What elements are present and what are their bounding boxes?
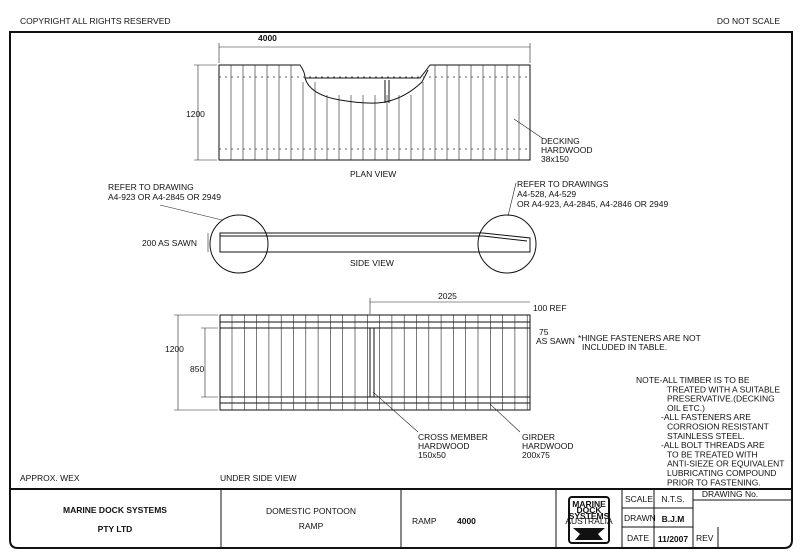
company-name: MARINE DOCK SYSTEMS (63, 505, 167, 515)
drawn-value: B.J.M (662, 514, 685, 524)
plan-view: 4000 1200 DECKING HARDWOOD 38x150 PLAN V… (186, 33, 592, 179)
note-line: ANTI-SIEZE OR EQUIVALENT (667, 459, 784, 469)
side-view: 200 AS SAWN REFER TO DRAWING A4-923 OR A… (108, 179, 668, 274)
rev-label: REV (696, 533, 714, 543)
item-name: RAMP (412, 516, 437, 526)
date-label: DATE (627, 533, 649, 543)
girder-label: GIRDER (522, 432, 555, 442)
underside-view: 2025 100 REF 75 AS SAWN *HINGE FASTENERS… (165, 291, 701, 483)
do-not-scale-text: DO NOT SCALE (717, 16, 780, 26)
refer-left-label: REFER TO DRAWING (108, 182, 194, 192)
svg-text:MARINE: MARINE (572, 499, 606, 509)
drawing-frame (9, 31, 793, 549)
company-logo: MARINE DOCK SYSTEMS AUSTRALIA (565, 496, 613, 544)
underside-view-title: UNDER SIDE VIEW (220, 473, 297, 483)
cross-member-label: HARDWOOD (418, 441, 469, 451)
note-line: LUBRICATING COMPOUND (667, 468, 776, 478)
date-value: 11/2007 (658, 534, 689, 544)
girder-label: HARDWOOD (522, 441, 573, 451)
hinge-note: INCLUDED IN TABLE. (582, 342, 667, 352)
dimension-2025: 2025 (438, 291, 457, 301)
length-dimension: 4000 (258, 33, 277, 43)
note-line: NOTE-ALL TIMBER IS TO BE (636, 375, 750, 385)
note-line: TO BE TREATED WITH (667, 449, 758, 459)
svg-text:DOCK: DOCK (576, 505, 602, 515)
refer-left-label: A4-923 OR A4-2845 OR 2949 (108, 192, 221, 202)
decking-label: DECKING (541, 136, 580, 146)
hinge-note: *HINGE FASTENERS ARE NOT (578, 333, 701, 343)
title-block: MARINE DOCK SYSTEMS PTY LTD DOMESTIC PON… (10, 488, 792, 548)
girder-label: 200x75 (522, 450, 550, 460)
note-line: CORROSION RESISTANT (667, 422, 769, 432)
copyright-text: COPYRIGHT ALL RIGHTS RESERVED (20, 16, 171, 26)
note-line: -ALL BOLT THREADS ARE (661, 440, 765, 450)
dimension-850: 850 (190, 364, 204, 374)
dimension-75: 75 (539, 327, 549, 337)
dimension-100-ref: 100 REF (533, 303, 567, 313)
decking-label: 38x150 (541, 154, 569, 164)
project-title: RAMP (299, 521, 324, 531)
cross-member-label: CROSS MEMBER (418, 432, 488, 442)
note-line: TREATED WITH A SUITABLE (667, 384, 780, 394)
width-dimension: 1200 (186, 109, 205, 119)
refer-right-label: REFER TO DRAWINGS (517, 179, 609, 189)
approx-weight-label: APPROX. WEX (20, 473, 80, 483)
note-line: STAINLESS STEEL. (667, 431, 745, 441)
company-name: PTY LTD (98, 524, 133, 534)
item-size: 4000 (457, 516, 476, 526)
scale-label: SCALE (625, 494, 653, 504)
note-line: PRIOR TO FASTENING. (667, 477, 761, 487)
note-line: OIL ETC.) (667, 403, 705, 413)
note-line: -ALL FASTENERS ARE (661, 412, 751, 422)
as-sawn-label: AS SAWN (536, 336, 575, 346)
cross-member-label: 150x50 (418, 450, 446, 460)
svg-text:SYSTEMS: SYSTEMS (569, 511, 610, 521)
project-title: DOMESTIC PONTOON (266, 506, 356, 516)
side-height-dimension: 200 AS SAWN (142, 238, 197, 248)
svg-text:AUSTRALIA: AUSTRALIA (565, 516, 613, 526)
note-line: PRESERVATIVE.(DECKING (667, 394, 775, 404)
drawing-number-label: DRAWING No. (702, 489, 758, 499)
dimension-1200: 1200 (165, 344, 184, 354)
refer-right-label: OR A4-923, A4-2845, A4-2846 OR 2949 (517, 199, 668, 209)
scale-value: N.T.S. (661, 494, 684, 504)
refer-right-label: A4-528, A4-529 (517, 189, 576, 199)
decking-label: HARDWOOD (541, 145, 592, 155)
plan-view-title: PLAN VIEW (350, 169, 396, 179)
side-view-title: SIDE VIEW (350, 258, 394, 268)
drawn-label: DRAWN (624, 513, 656, 523)
